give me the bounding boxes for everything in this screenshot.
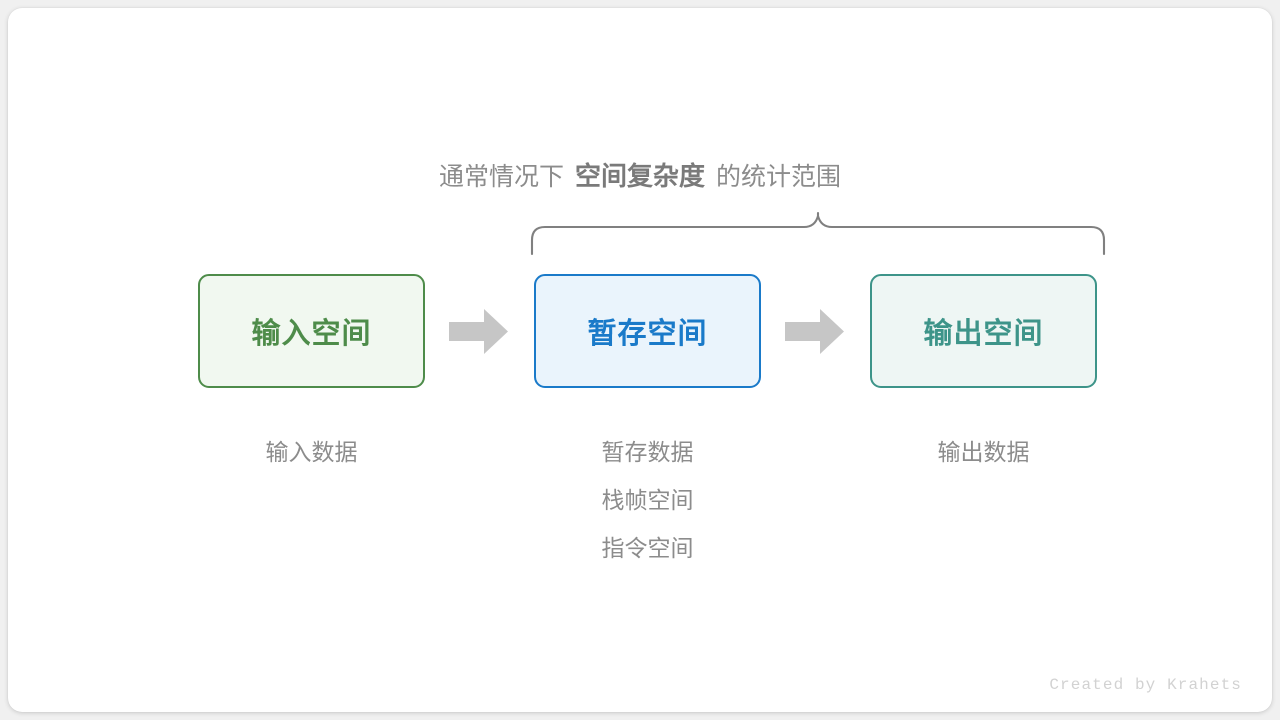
diagram-caption: 通常情况下空间复杂度的统计范围: [8, 156, 1272, 197]
stage-box-output[interactable]: 输出空间: [870, 274, 1097, 388]
stage-title-input: 输入空间: [251, 318, 372, 350]
stage-desc-temp: 暂存数据 栈帧空间 指令空间: [534, 428, 761, 572]
stage-desc-input: 输入数据: [198, 428, 425, 476]
credit-text: Created by Krahets: [1049, 676, 1242, 694]
arrow-right-icon: [449, 309, 508, 354]
diagram-canvas: 通常情况下空间复杂度的统计范围 输入空间 暂存空间 输出空间 输入数据 暂存数据…: [8, 8, 1272, 712]
desc-line: 栈帧空间: [601, 487, 694, 513]
stage-title-output: 输出空间: [923, 318, 1044, 350]
desc-line: 指令空间: [601, 535, 694, 561]
scope-brace: [524, 206, 1112, 267]
caption-highlight: 空间复杂度: [574, 161, 705, 191]
caption-suffix: 的统计范围: [716, 163, 842, 191]
brace-icon: [530, 211, 1106, 256]
caption-prefix: 通常情况下: [438, 163, 564, 191]
stage-title-temp: 暂存空间: [587, 318, 708, 350]
stage-desc-output: 输出数据: [870, 428, 1097, 476]
flow-arrow-1: [449, 309, 508, 359]
stage-box-temp[interactable]: 暂存空间: [534, 274, 761, 388]
arrow-right-icon: [785, 309, 844, 354]
desc-line: 输出数据: [937, 439, 1030, 465]
desc-line: 输入数据: [265, 439, 358, 465]
desc-line: 暂存数据: [601, 439, 694, 465]
stage-box-input[interactable]: 输入空间: [198, 274, 425, 388]
flow-arrow-2: [785, 309, 844, 359]
